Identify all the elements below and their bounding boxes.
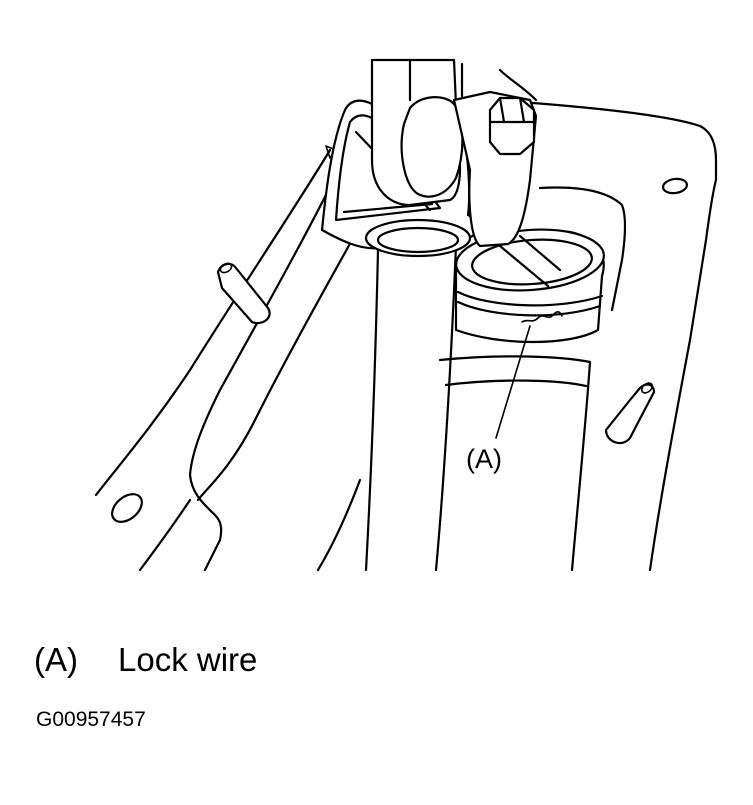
mounting-hole-left (111, 493, 143, 523)
left-frame-rail-inner (188, 160, 344, 477)
boot-groove-1 (456, 290, 604, 307)
locating-pin-right-tip (640, 382, 654, 394)
left-frame-rail-outer (94, 148, 332, 497)
boot-groove-2 (456, 300, 602, 317)
legend-key: (A) (34, 641, 78, 678)
legend-text: Lock wire (118, 641, 258, 678)
callout-a-leader (495, 325, 531, 439)
left-frame-rail-lower (196, 238, 354, 502)
lower-housing-band (438, 355, 592, 388)
shaft-top-inner (376, 226, 460, 254)
figure-id: G00957457 (36, 708, 146, 731)
locating-pin-right (604, 383, 656, 445)
shaft-right-edge (434, 244, 458, 572)
housing-plate-inner-edge (538, 186, 627, 312)
joint-bracket-inner (334, 114, 442, 222)
legend: (A) Lock wire (34, 640, 257, 680)
inner-shaft (498, 234, 562, 288)
callout-a-label: (A) (466, 444, 502, 474)
shaft-left-edge (364, 248, 380, 572)
line-drawing: (A) (94, 58, 718, 572)
housing-plate-outline (518, 100, 718, 572)
shaft-shadow-left (316, 478, 362, 572)
bolt-head (488, 96, 536, 156)
legend-row: (A) Lock wire (34, 640, 257, 680)
bolt-head-face (488, 96, 536, 124)
lower-housing-side (570, 360, 592, 572)
lock-wire-illustration: (A) (94, 58, 718, 572)
lock-wire (521, 311, 563, 323)
joint-cross-boss (400, 96, 464, 198)
locating-pin-left-tip (219, 262, 233, 274)
left-frame-rail-step (188, 473, 223, 572)
joint-top-shaft (408, 58, 538, 102)
left-frame-rail-bottom (138, 498, 192, 572)
boot-collar-opening (471, 238, 593, 286)
mounting-hole-top-right (661, 177, 689, 195)
shaft-top (364, 218, 472, 258)
